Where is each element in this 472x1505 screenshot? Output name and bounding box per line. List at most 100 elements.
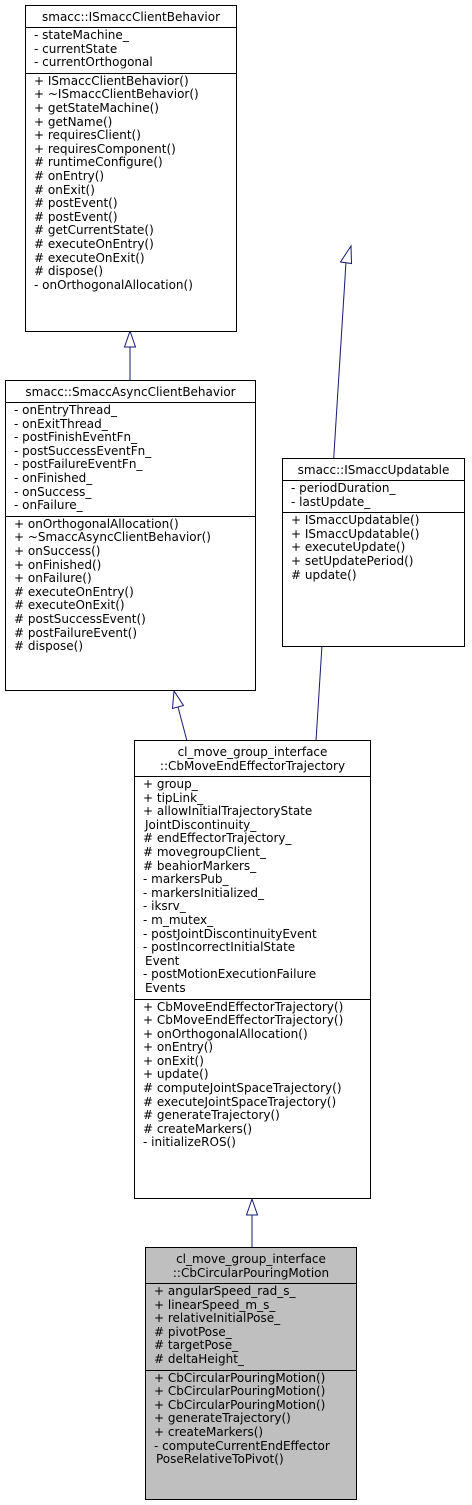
class-method[interactable]: # onEntry() <box>34 168 105 183</box>
class-attribute[interactable]: - postFailureEventFn_ <box>14 457 143 472</box>
class-attribute[interactable]: - postSuccessEventFn_ <box>14 443 152 458</box>
class-method[interactable]: # executeOnExit() <box>14 598 125 613</box>
class-attribute[interactable]: + tipLink_ <box>143 790 204 805</box>
inheritance-arrowhead <box>339 244 353 265</box>
class-method[interactable]: # executeJointSpaceTrajectory() <box>143 1094 337 1109</box>
class-attribute[interactable]: # beahiorMarkers_ <box>143 858 257 873</box>
class-method[interactable]: - computeCurrentEndEffector <box>154 1438 330 1453</box>
class-method[interactable]: # onExit() <box>34 182 95 197</box>
class-method[interactable]: # dispose() <box>34 264 104 279</box>
class-box-cb-move-end-effector-trajectory[interactable]: cl_move_group_interface::CbMoveEndEffect… <box>134 740 371 1199</box>
attributes-section: + angularSpeed_rad_s_+ linearSpeed_m_s_+… <box>146 1283 356 1370</box>
class-method[interactable]: + createMarkers() <box>154 1424 264 1439</box>
class-method[interactable]: - onOrthogonalAllocation() <box>34 277 193 292</box>
class-method[interactable]: + ~ISmaccClientBehavior() <box>34 87 199 102</box>
class-method[interactable]: + requiresComponent() <box>34 141 176 156</box>
methods-section: + CbCircularPouringMotion()+ CbCircularP… <box>146 1369 356 1470</box>
class-attribute[interactable]: - postFinishEventFn_ <box>14 430 138 445</box>
edge-trajectory-to-async <box>177 706 188 742</box>
class-attribute[interactable]: - currentState <box>34 41 118 56</box>
class-method[interactable]: # executeOnExit() <box>34 250 145 265</box>
class-method[interactable]: + setUpdatePeriod() <box>291 553 414 568</box>
class-method[interactable]: + requiresClient() <box>34 128 141 143</box>
class-method[interactable]: # computeJointSpaceTrajectory() <box>143 1081 342 1096</box>
class-method[interactable]: # generateTrajectory() <box>143 1108 280 1123</box>
class-method[interactable]: # update() <box>291 567 357 582</box>
class-method[interactable]: # executeOnEntry() <box>14 584 134 599</box>
class-title: cl_move_group_interface::CbCircularPouri… <box>146 1248 356 1283</box>
class-title-line: ::CbMoveEndEffectorTrajectory <box>159 759 346 773</box>
class-attribute[interactable]: - markersPub_ <box>143 872 229 887</box>
class-method[interactable]: + ISmaccUpdatable() <box>291 526 420 541</box>
class-attribute[interactable]: + relativeInitialPose_ <box>154 1311 281 1326</box>
class-box-ismacc-updatable[interactable]: smacc::ISmaccUpdatable- periodDuration_-… <box>282 458 465 647</box>
class-attribute[interactable]: - iksrv_ <box>143 899 186 914</box>
class-method[interactable]: + onOrthogonalAllocation() <box>14 516 179 531</box>
class-attribute[interactable]: - periodDuration_ <box>291 481 396 495</box>
class-method[interactable]: # runtimeConfigure() <box>34 155 163 170</box>
class-attribute[interactable]: + angularSpeed_rad_s_ <box>154 1284 296 1298</box>
class-method[interactable]: + CbMoveEndEffectorTrajectory() <box>143 1013 344 1028</box>
class-method[interactable]: PoseRelativeToPivot() <box>156 1452 284 1467</box>
class-attribute[interactable]: - onFinished_ <box>14 470 93 485</box>
class-method[interactable]: # postEvent() <box>34 209 118 224</box>
class-attribute[interactable]: + allowInitialTrajectoryState <box>143 804 313 819</box>
attributes-section: - periodDuration_- lastUpdate_ <box>283 480 464 512</box>
class-attribute[interactable]: - onExitThread_ <box>14 416 108 431</box>
class-method[interactable]: + onOrthogonalAllocation() <box>143 1026 308 1041</box>
class-method[interactable]: + CbCircularPouringMotion() <box>154 1397 326 1412</box>
inheritance-arrowhead <box>245 1197 259 1216</box>
class-method[interactable]: + ISmaccClientBehavior() <box>34 73 189 88</box>
class-method[interactable]: + onExit() <box>143 1053 204 1068</box>
class-method[interactable]: + executeUpdate() <box>291 540 406 555</box>
class-attribute[interactable]: # deltaHeight_ <box>154 1351 244 1366</box>
class-attribute[interactable]: JointDiscontinuity_ <box>145 817 257 832</box>
class-method[interactable]: - initializeROS() <box>143 1135 236 1150</box>
class-method[interactable]: # dispose() <box>14 639 84 654</box>
class-method[interactable]: + onFinished() <box>14 557 102 572</box>
class-box-cb-circular-pouring-motion[interactable]: cl_move_group_interface::CbCircularPouri… <box>145 1247 357 1500</box>
class-box-ismacc-client-behavior[interactable]: smacc::ISmaccClientBehavior- stateMachin… <box>25 5 237 332</box>
class-method[interactable]: # postFailureEvent() <box>14 625 138 640</box>
class-attribute[interactable]: - onFailure_ <box>14 498 83 513</box>
class-attribute[interactable]: - postIncorrectInitialState <box>143 940 296 955</box>
class-method[interactable]: + getStateMachine() <box>34 100 159 115</box>
class-attribute[interactable]: - onEntryThread_ <box>14 403 117 417</box>
class-attribute[interactable]: + group_ <box>143 777 198 791</box>
class-method[interactable]: + ISmaccUpdatable() <box>291 513 420 528</box>
class-method[interactable]: + CbMoveEndEffectorTrajectory() <box>143 999 344 1014</box>
class-title-line: smacc::SmaccAsyncClientBehavior <box>25 385 236 399</box>
class-box-smacc-async-client-behavior[interactable]: smacc::SmaccAsyncClientBehavior- onEntry… <box>5 380 256 691</box>
class-attribute[interactable]: - onSuccess_ <box>14 484 92 499</box>
class-method[interactable]: + onFailure() <box>14 571 92 586</box>
class-method[interactable]: + onEntry() <box>143 1040 214 1055</box>
class-method[interactable]: # postSuccessEvent() <box>14 611 146 626</box>
class-method[interactable]: + getName() <box>34 114 113 129</box>
class-attribute[interactable]: + linearSpeed_m_s_ <box>154 1297 276 1312</box>
class-attribute[interactable]: Events <box>145 980 186 995</box>
class-attribute[interactable]: - postMotionExecutionFailure <box>143 967 317 982</box>
class-method[interactable]: # getCurrentState() <box>34 223 154 238</box>
class-method[interactable]: # executeOnEntry() <box>34 236 154 251</box>
class-method[interactable]: + CbCircularPouringMotion() <box>154 1370 326 1385</box>
class-attribute[interactable]: - currentOrthogonal <box>34 55 153 70</box>
class-attribute[interactable]: - postJointDiscontinuityEvent <box>143 926 317 941</box>
class-method[interactable]: + update() <box>143 1067 209 1082</box>
class-method[interactable]: # postEvent() <box>34 196 118 211</box>
class-method[interactable]: + ~SmaccAsyncClientBehavior() <box>14 530 211 545</box>
methods-section: + ISmaccClientBehavior()+ ~ISmaccClientB… <box>26 72 236 296</box>
attributes-section: - stateMachine_- currentState- currentOr… <box>26 27 236 73</box>
class-method[interactable]: + CbCircularPouringMotion() <box>154 1384 326 1399</box>
class-attribute[interactable]: - m_mutex_ <box>143 912 214 927</box>
class-attribute[interactable]: # targetPose_ <box>154 1338 239 1353</box>
class-attribute[interactable]: # pivotPose_ <box>154 1324 232 1339</box>
class-attribute[interactable]: # endEffectorTrajectory_ <box>143 831 292 846</box>
class-attribute[interactable]: - lastUpdate_ <box>291 494 371 509</box>
class-attribute[interactable]: Event <box>145 953 180 968</box>
class-method[interactable]: + generateTrajectory() <box>154 1411 291 1426</box>
class-attribute[interactable]: # movegroupClient_ <box>143 844 266 859</box>
class-attribute[interactable]: - stateMachine_ <box>34 28 129 42</box>
class-method[interactable]: # createMarkers() <box>143 1121 253 1136</box>
class-attribute[interactable]: - markersInitialized_ <box>143 885 265 900</box>
class-method[interactable]: + onSuccess() <box>14 543 101 558</box>
